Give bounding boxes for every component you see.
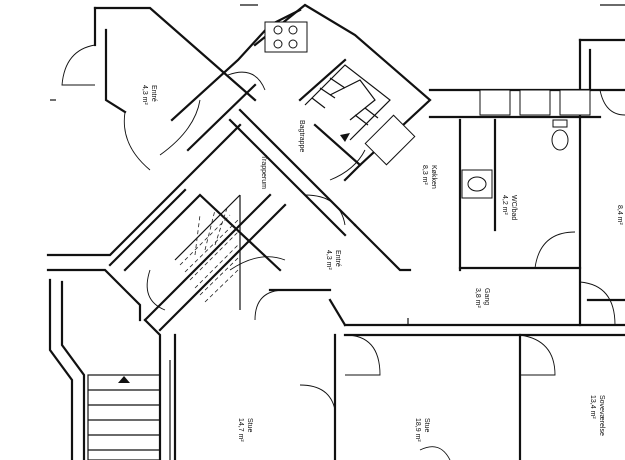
doors: [61, 44, 625, 460]
room-stue-mid-area: 18,9 m²: [414, 418, 421, 442]
room-entre-mid-area: 4,3 m²: [325, 250, 332, 271]
room-kokken-area: 8,3 m²: [421, 165, 428, 186]
stair-lower-left: [87, 374, 161, 460]
stair-bagtrappe: [304, 64, 391, 142]
room-labels: Entré 4,3 m² Trapperum Bagtrappe Køkken …: [141, 85, 623, 442]
room-wcbad-area: 4,2 m²: [501, 195, 508, 216]
fixtures: [264, 21, 591, 199]
room-right-area: 8,4 m²: [616, 205, 623, 226]
room-kokken-name: Køkken: [430, 165, 437, 189]
room-entre-top-name: Entré: [150, 85, 157, 102]
room-stue-left-area: 14,7 m²: [237, 418, 244, 442]
down-arrow-icon: [340, 133, 350, 142]
toilet-icon: [551, 129, 569, 151]
wall-details: [50, 4, 625, 460]
room-stue-left-name: Stue: [246, 418, 253, 433]
room-entre-top-area: 4,3 m²: [141, 85, 148, 106]
room-gang-area: 3,8 m²: [474, 288, 481, 309]
room-entre-mid-name: Entré: [334, 250, 341, 267]
room-sovevaerelse-area: 13,4 m²: [589, 395, 596, 419]
room-gang-name: Gang: [483, 288, 490, 305]
up-arrow-icon: [118, 376, 130, 383]
room-stue-mid-name: Stue: [423, 418, 430, 433]
room-sovevaerelse-name: Soveværelse: [598, 395, 605, 436]
room-wcbad-name: WC/bad: [510, 195, 517, 220]
stair-trapperum: [174, 194, 241, 310]
room-trapperum-name: Trapperum: [260, 155, 267, 189]
room-bagtrappe-name: Bagtrappe: [298, 120, 305, 152]
